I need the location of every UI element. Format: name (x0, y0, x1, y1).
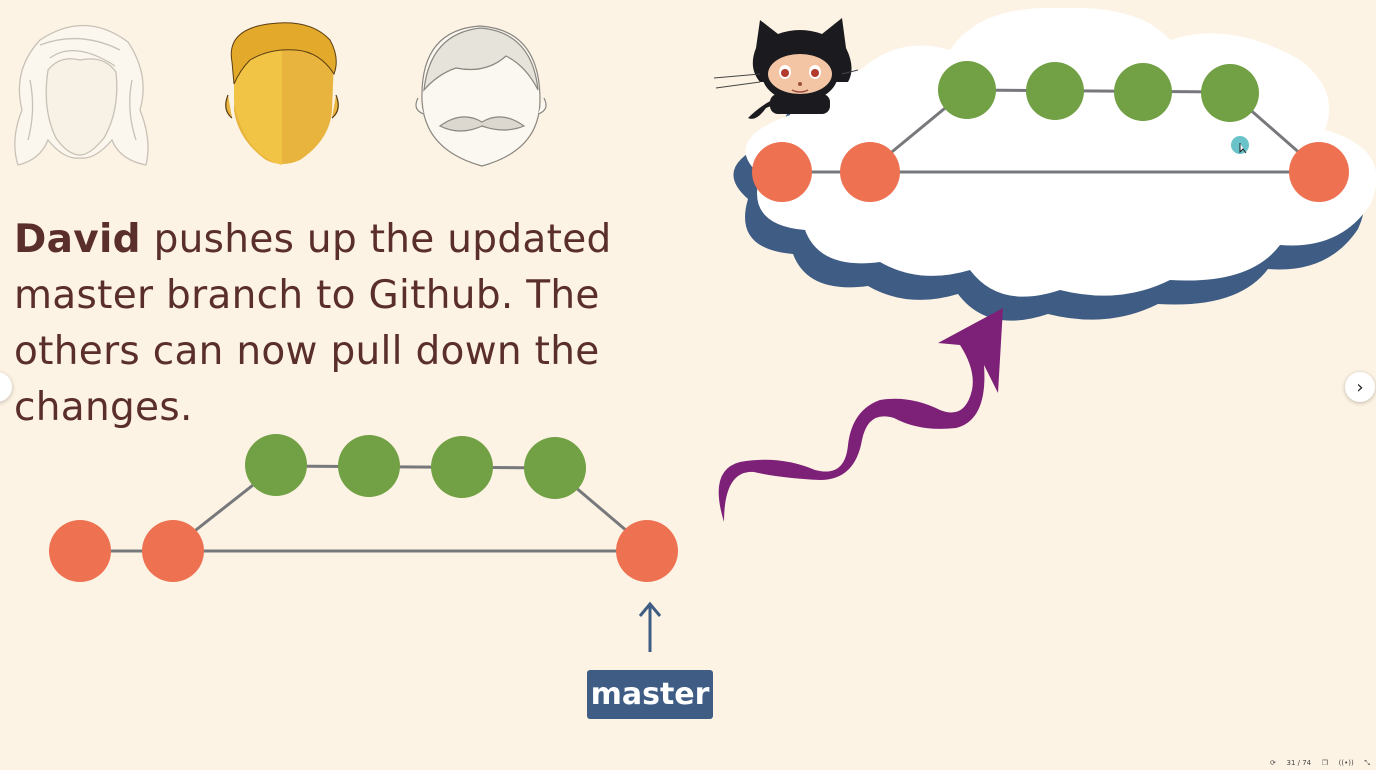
octocat-icon (713, 18, 859, 119)
commit-node (840, 142, 900, 202)
pointer-cursor-icon (1231, 136, 1249, 154)
woman-face-icon (14, 24, 149, 166)
old-man-face-icon (415, 25, 547, 167)
man-face-icon (225, 22, 339, 165)
up-arrow-icon (638, 601, 662, 652)
chevron-right-icon: › (1356, 376, 1364, 398)
commit-node (431, 436, 493, 498)
chevron-left-icon: ‹ (0, 377, 1, 398)
caption-name: David (14, 217, 141, 262)
commit-node (938, 61, 996, 119)
page-counter: 31 / 74 (1286, 759, 1312, 767)
commit-node (245, 434, 307, 496)
caption-text: pushes up the updated master branch to G… (14, 217, 612, 430)
commit-node (49, 520, 111, 582)
commit-node (1201, 64, 1259, 122)
commit-node (1289, 142, 1349, 202)
presentation-toolbar: ⟳ 31 / 74 ❐ ((•)) ⤡ (1264, 756, 1376, 770)
commit-node (1026, 62, 1084, 120)
commit-node (338, 435, 400, 497)
window-icon[interactable]: ❐ (1321, 759, 1329, 767)
commit-node (142, 520, 204, 582)
broadcast-icon[interactable]: ((•)) (1338, 759, 1354, 767)
push-arrow-icon (718, 308, 1003, 522)
previous-slide-button[interactable]: ‹ (0, 372, 12, 402)
commit-node (1114, 63, 1172, 121)
next-slide-button[interactable]: › (1345, 372, 1375, 402)
cloud-branch-diagram (752, 61, 1349, 202)
slide-caption: David pushes up the updated master branc… (14, 212, 714, 436)
collapse-icon[interactable]: ⤡ (1364, 758, 1370, 767)
master-branch-label: master (587, 670, 713, 719)
local-branch-diagram (49, 434, 678, 582)
rotate-icon[interactable]: ⟳ (1270, 759, 1276, 767)
commit-node (524, 437, 586, 499)
commit-node (616, 520, 678, 582)
commit-node (752, 142, 812, 202)
